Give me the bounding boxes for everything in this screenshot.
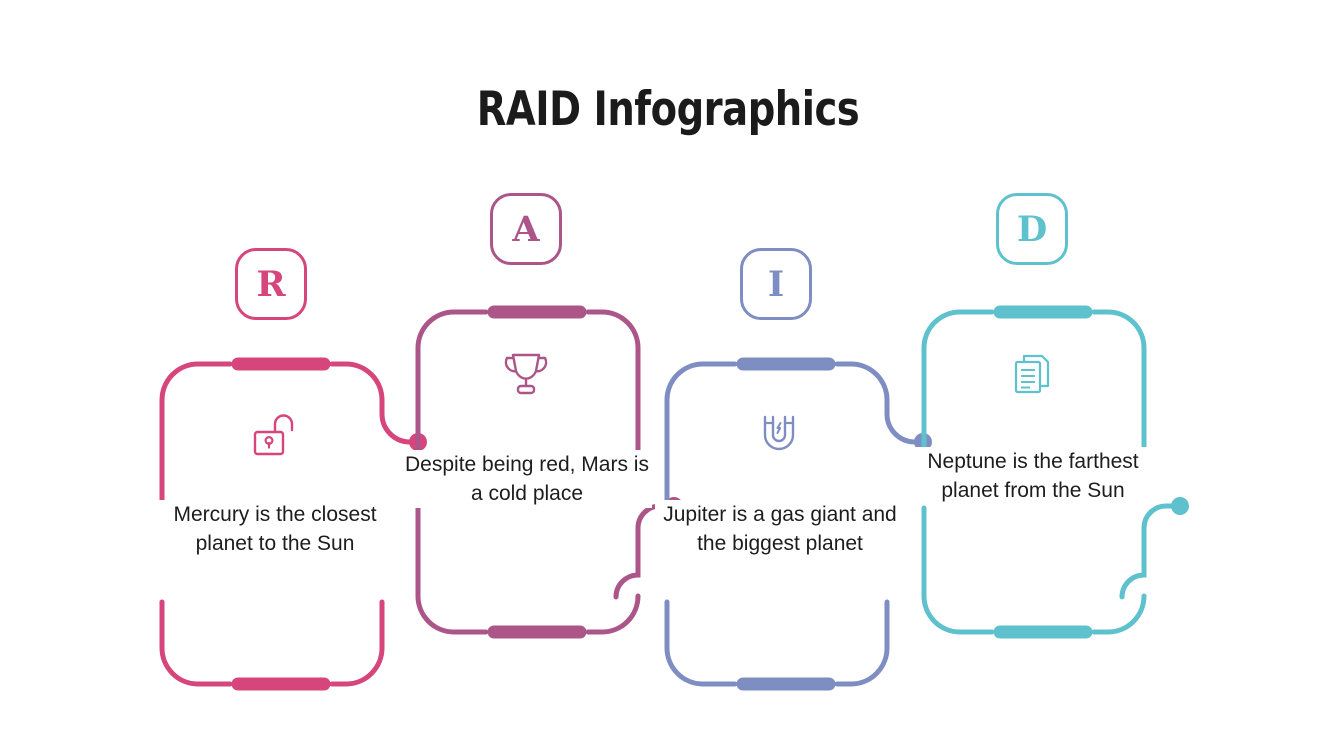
infographic-column-d: D Neptune is the farthest planet from	[868, 0, 1198, 752]
column-caption-a: Despite being red, Mars is a cold place	[402, 450, 652, 508]
badge-letter-text: I	[767, 263, 785, 305]
letter-badge-r[interactable]: R	[235, 248, 307, 320]
badge-letter-text: D	[1016, 208, 1048, 250]
badge-letter-text: R	[256, 263, 286, 305]
magnet-icon	[751, 405, 807, 461]
letter-badge-d[interactable]: D	[996, 193, 1068, 265]
page-title: RAID Infographics	[476, 82, 860, 137]
card-outline-d	[921, 305, 1189, 639]
letter-badge-i[interactable]: I	[740, 248, 812, 320]
infographic-column-r: R Mercury is the closest pl	[110, 0, 440, 752]
column-caption-r: Mercury is the closest planet to the Sun	[150, 500, 400, 558]
infographic-column-i: I Jupiter is a gas giant and the biggest…	[615, 0, 945, 752]
open-padlock-icon	[246, 405, 302, 461]
badge-letter-text: A	[512, 208, 540, 250]
documents-icon	[1004, 345, 1060, 401]
card-outline-r	[159, 357, 427, 691]
infographic-column-a: A Despite being red, Mars is a cold pla	[362, 0, 692, 752]
card-outline-i	[664, 357, 932, 691]
trophy-icon	[498, 345, 554, 401]
letter-badge-a[interactable]: A	[490, 193, 562, 265]
column-caption-d: Neptune is the farthest planet from the …	[908, 447, 1158, 505]
column-caption-i: Jupiter is a gas giant and the biggest p…	[655, 500, 905, 558]
